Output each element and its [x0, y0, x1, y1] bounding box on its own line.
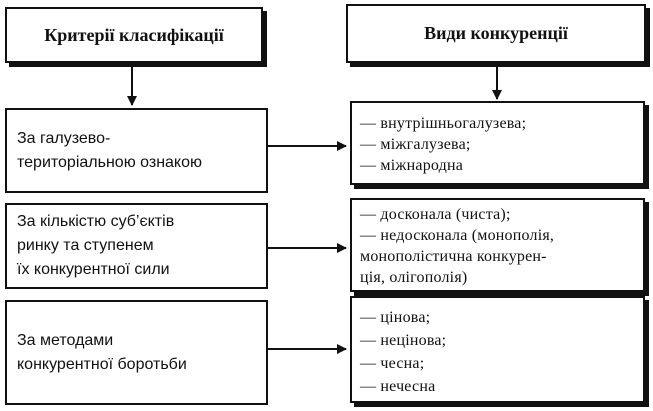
- criterion-line: За методами: [17, 331, 114, 349]
- criteria-header-label: Критерії класифікації: [44, 24, 224, 45]
- criteria-header: Критерії класифікації: [5, 7, 263, 63]
- type-item: — нечесна: [360, 378, 436, 395]
- type-item: ція, олігополія): [360, 269, 468, 286]
- types-header-label: Види конкуренції: [424, 23, 568, 43]
- criterion-line: ринку та ступенем: [17, 237, 154, 254]
- criterion-line: територіальною ознакою: [17, 153, 202, 171]
- type-item: — міжгалузева;: [360, 136, 471, 153]
- type-item: — чесна;: [360, 355, 425, 372]
- criterion-line: За кількістю суб’єктів: [17, 213, 175, 230]
- criterion-box-3: За методами конкурентної боротьби: [5, 300, 268, 405]
- types-header: Види конкуренції: [346, 4, 646, 63]
- type-item: — міжнародна: [360, 157, 464, 174]
- type-item: — нецінова;: [360, 332, 447, 349]
- type-item: — внутрішньогалузева;: [360, 115, 527, 132]
- criterion-box-1: За галузево- територіальною ознакою: [5, 108, 268, 193]
- type-item: — цінова;: [360, 309, 431, 326]
- criterion-line: За галузево-: [17, 129, 111, 147]
- criterion-line: їх конкурентної сили: [17, 261, 170, 278]
- type-item: — недосконала (монополія,: [360, 227, 555, 244]
- type-item: монополістична конкурен-: [360, 248, 547, 265]
- type-item: — досконала (чиста);: [360, 206, 511, 223]
- types-box-2: — досконала (чиста); — недосконала (моно…: [350, 198, 645, 292]
- types-box-3: — цінова; — нецінова; — чесна; — нечесна: [350, 296, 645, 403]
- types-box-1: — внутрішньогалузева; — міжгалузева; — м…: [350, 101, 645, 185]
- criterion-box-2: За кількістю суб’єктів ринку та ступенем…: [5, 203, 268, 289]
- criterion-line: конкурентної боротьби: [17, 355, 187, 373]
